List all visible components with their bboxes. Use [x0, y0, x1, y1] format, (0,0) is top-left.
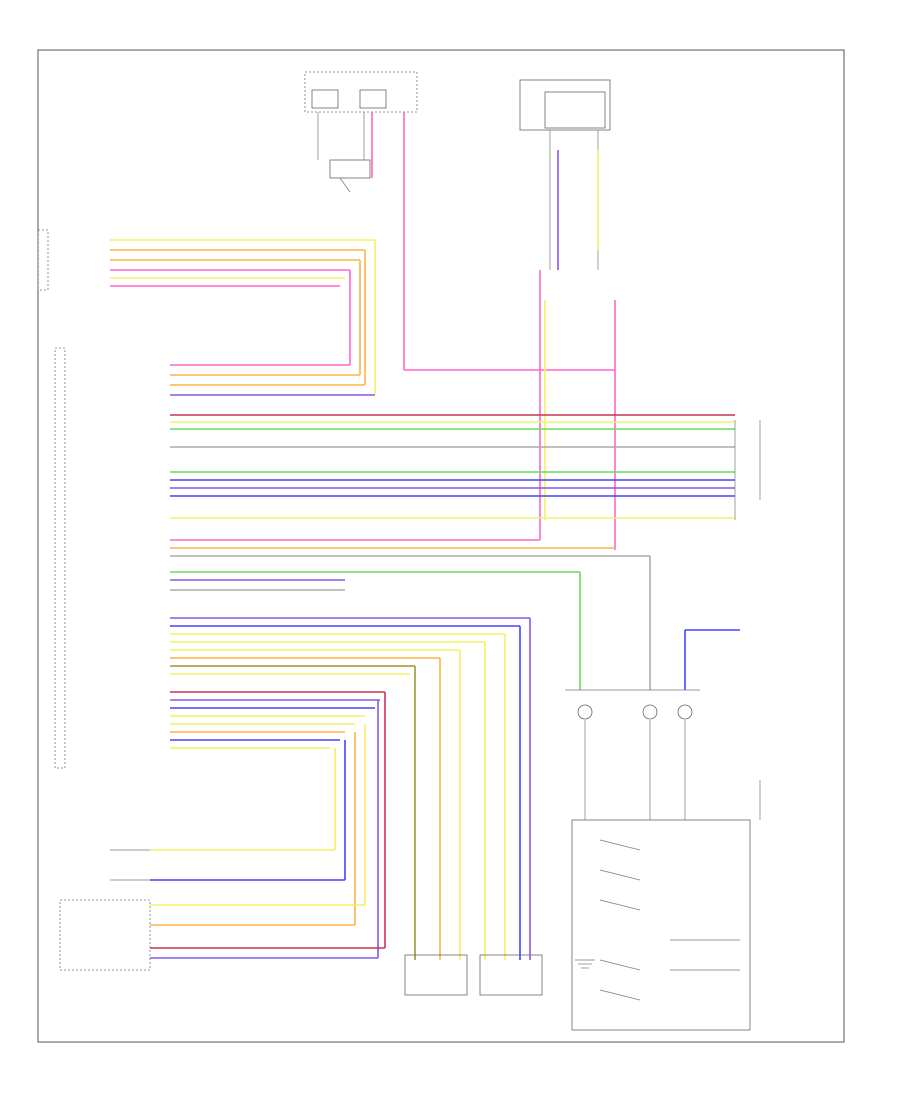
ground-symbol: [575, 959, 595, 969]
mirror-control-connector: [404, 954, 543, 996]
powertrain-control-module: [54, 347, 735, 769]
transmission-range-sensor: [37, 229, 376, 395]
steering-wheel-switch: [59, 849, 385, 971]
right-side-components: [565, 420, 761, 1031]
lamp-icon: [642, 704, 658, 720]
lamp-icon: [577, 704, 593, 720]
lower-vertical-wires: [334, 618, 531, 960]
diagram-frame: [37, 49, 845, 1043]
lamp-icon: [677, 704, 693, 720]
fuse-box-top: [304, 71, 418, 193]
battery-junction-box: [519, 79, 611, 270]
top-vertical-wires: [371, 112, 616, 550]
